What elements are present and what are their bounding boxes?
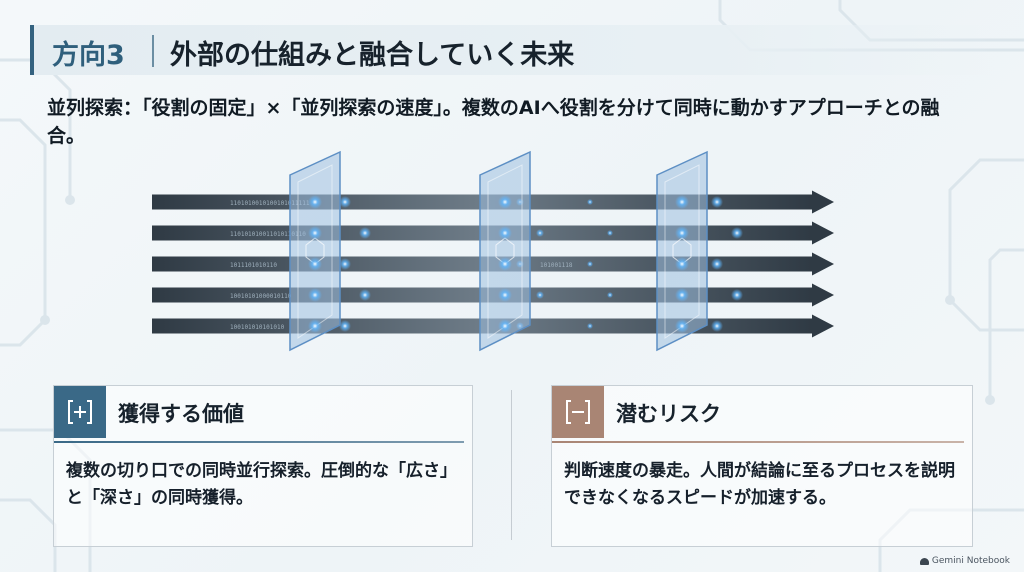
risk-card: 潜むリスク 判断速度の暴走。人間が結論に至るプロセスを説明できなくなるスピードが… [551,385,973,547]
minus-box-icon [552,386,604,438]
page-title: 外部の仕組みと融合していく未来 [170,40,575,71]
subtitle: 並列探索：「役割の固定」×「並列探索の速度」。複数のAIへ役割を分けて同時に動か… [47,97,940,147]
data-pulse [607,292,613,298]
data-pulse [536,229,544,237]
gate-glow [498,288,512,302]
data-pulse [587,199,593,205]
data-pulse [711,320,723,332]
gate-glow [308,195,322,209]
data-pulse [607,230,613,236]
gate-glow [675,226,689,240]
title-bar: 方向3 外部の仕組みと融合していく未来 [30,25,994,75]
data-pulse [587,323,593,329]
gate-glow [308,257,322,271]
data-pulse [339,258,351,270]
lane-code: 110101010011010110110 [230,231,306,238]
card-divider [511,390,512,540]
lane-code: 100101010101010 [230,324,285,331]
filter-gate [479,150,531,352]
data-pulse [359,289,371,301]
title-separator [152,35,154,67]
gate-glow [675,195,689,209]
data-pulse [587,261,593,267]
direction-label: 方向3 [52,40,125,71]
data-pulse [711,196,723,208]
risk-heading: 潜むリスク [616,402,721,426]
footer-brand: Gemini Notebook [919,556,1010,566]
gate-glow [498,257,512,271]
gate-glow [498,226,512,240]
lane-code: 1011101010110 [230,262,277,269]
data-pulse [339,196,351,208]
lane-code: 10010101000010110 [230,293,292,300]
risk-rule [552,441,964,443]
data-pulse [731,227,743,239]
gate-glow [308,288,322,302]
data-pulse [731,289,743,301]
gate-glow [675,288,689,302]
gate-glow [675,257,689,271]
data-pulse [359,227,371,239]
filter-gate [289,150,341,352]
lane-code: 101001118 [540,262,573,269]
value-rule [54,441,464,443]
gemini-logo-icon [919,557,929,565]
lane-code: 1101010010100101011111 [230,200,310,207]
gate-glow [308,226,322,240]
value-heading: 獲得する価値 [118,402,244,426]
data-pulse [339,320,351,332]
gate-glow [675,319,689,333]
brand-label: Gemini Notebook [931,556,1010,566]
gate-glow [498,319,512,333]
gate-glow [308,319,322,333]
risk-body: 判断速度の暴走。人間が結論に至るプロセスを説明できなくなるスピードが加速する。 [564,461,955,508]
value-card: 獲得する価値 複数の切り口での同時並行探索。圧倒的な「広さ」と「深さ」の同時獲得… [53,385,473,547]
data-pulse [536,291,544,299]
plus-box-icon [54,386,106,438]
value-body: 複数の切り口での同時並行探索。圧倒的な「広さ」と「深さ」の同時獲得。 [66,461,457,508]
data-pulse [711,258,723,270]
parallel-lanes-diagram: 1101010010100101011111 110101010011010110… [152,150,834,352]
gate-glow [498,195,512,209]
filter-gate [656,150,708,352]
